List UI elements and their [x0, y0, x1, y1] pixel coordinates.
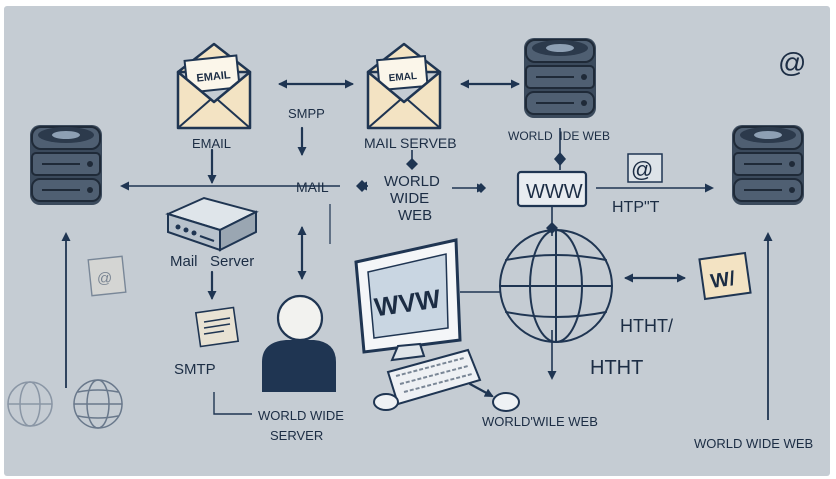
- keyboard-icon: [386, 348, 482, 406]
- label-world-wide-server-2: SERVER: [270, 428, 323, 443]
- svg-text:EMAIL: EMAIL: [196, 69, 232, 85]
- at-box: [627, 153, 663, 183]
- svg-text:W/: W/: [709, 268, 737, 293]
- label-world-wile-web: WORLD'WILE WEB: [482, 414, 598, 429]
- monitor-icon: [354, 238, 462, 362]
- server-box-icon: [165, 196, 259, 252]
- label-email: EMAIL: [192, 136, 231, 151]
- database-icon-left: [29, 124, 103, 206]
- database-icon-top: [523, 37, 597, 119]
- at-card-icon-left: @: [87, 255, 127, 297]
- user-icon: [262, 294, 336, 392]
- w-card-icon: W/: [698, 251, 752, 301]
- label-world-center-2: WIDE: [390, 190, 429, 207]
- svg-text:@: @: [97, 270, 112, 287]
- label-world-ide-web: WORLD IDE WEB: [508, 129, 610, 143]
- label-htht: HTHT: [590, 357, 643, 379]
- label-mail-serveb: MAIL SERVEB: [364, 135, 457, 151]
- label-smtp: SMTP: [174, 361, 216, 378]
- label-htpt: HTP"T: [612, 199, 660, 216]
- label-smpp: SMPP: [288, 106, 325, 121]
- at-icon-top: @: [778, 47, 806, 78]
- globe-icon-faint-2: [73, 379, 123, 429]
- email-envelope-icon: EMAIL: [176, 42, 252, 130]
- globe-icon: [499, 229, 613, 343]
- junction-diamonds: [356, 152, 566, 234]
- www-box-text: WWW: [526, 181, 583, 203]
- label-world-center-1: WORLD: [384, 173, 440, 190]
- document-icon: [194, 306, 240, 348]
- label-mail-server: Mail Server: [170, 253, 254, 270]
- database-icon-right: [731, 124, 805, 206]
- label-world-wide-web-right: WORLD WIDE WEB: [694, 436, 813, 451]
- label-world-wide-server-1: WORLD WIDE: [258, 408, 344, 423]
- mouse-icon: [373, 392, 520, 412]
- svg-text:EMAL: EMAL: [388, 71, 417, 84]
- label-world-center-3: WEB: [398, 207, 432, 224]
- label-htht-slash: HTHT/: [620, 316, 673, 336]
- globe-icon-faint-1: [7, 381, 53, 427]
- label-mail: MAIL: [296, 179, 329, 195]
- at-icon-mid: @: [631, 157, 653, 182]
- mail-envelope-icon: EMAL: [366, 42, 442, 130]
- www-box: [516, 170, 588, 208]
